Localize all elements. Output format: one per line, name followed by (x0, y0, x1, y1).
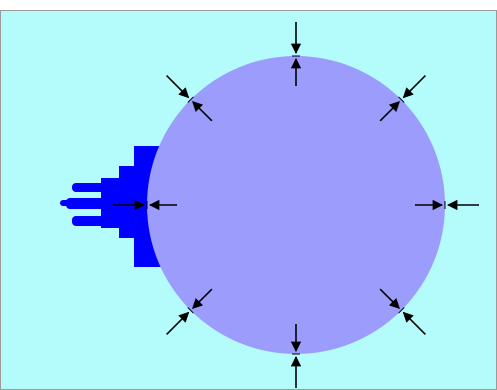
body-prong-top (72, 183, 110, 192)
body-prong-middle (66, 198, 110, 209)
main-circle (147, 56, 445, 354)
body-prong-bottom (72, 216, 110, 226)
body-tip (60, 200, 72, 206)
